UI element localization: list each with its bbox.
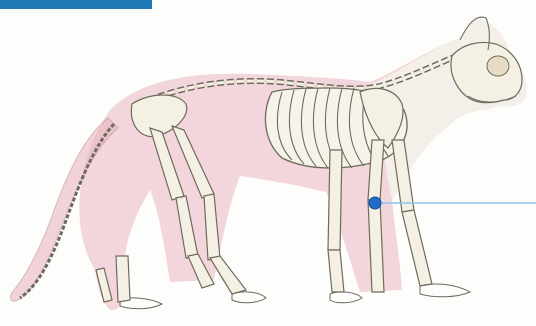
- eye-socket: [487, 56, 509, 76]
- pointer-dot: [369, 197, 381, 209]
